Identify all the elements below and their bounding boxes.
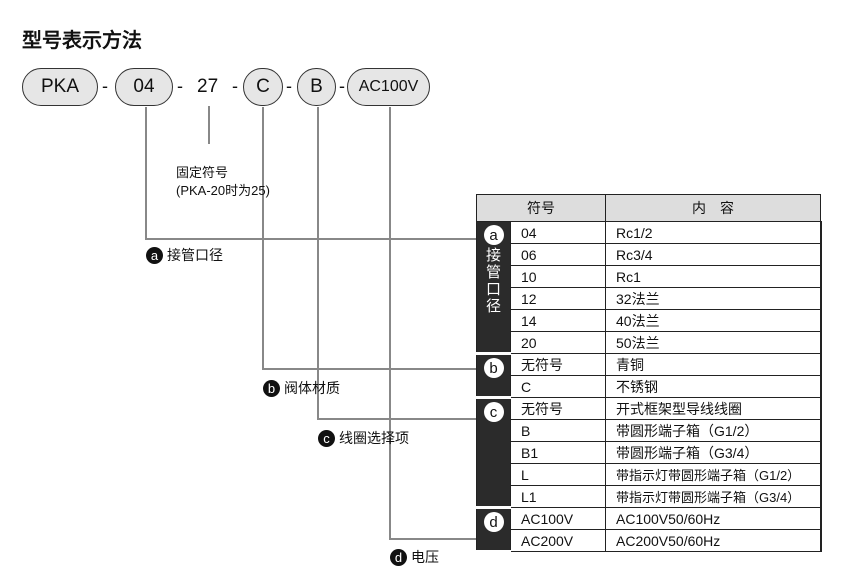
content-cell: 40法兰: [605, 309, 822, 332]
header-content: 内 容: [605, 194, 821, 222]
content-cell: AC200V50/60Hz: [605, 529, 822, 552]
badge-c: c: [318, 429, 335, 447]
badge-b: b: [263, 379, 280, 397]
leader-line: [389, 107, 391, 538]
group-a: a 接管口径: [476, 221, 511, 355]
symbol-cell: B1: [510, 441, 606, 464]
symbol-cell: 10: [510, 265, 606, 288]
content-cell: 青铜: [605, 353, 822, 376]
content-cell: Rc1: [605, 265, 822, 288]
symbol-cell: AC100V: [510, 507, 606, 530]
group-d: d: [476, 507, 511, 553]
separator: -: [232, 76, 238, 96]
model-part-voltage: AC100V: [347, 68, 430, 106]
model-part-body-material: C: [243, 68, 283, 106]
header-symbol: 符号: [476, 194, 606, 222]
content-cell: 50法兰: [605, 331, 822, 354]
symbol-cell: 12: [510, 287, 606, 310]
separator: -: [102, 76, 108, 96]
leader-line: [317, 418, 478, 420]
label-text: 线圈选择项: [339, 430, 409, 446]
separator: -: [177, 76, 183, 96]
model-part-fixed: 27: [197, 76, 219, 97]
label-text: 接管口径: [167, 247, 223, 263]
note-line: (PKA-20时为25): [176, 183, 270, 198]
symbol-cell: 06: [510, 243, 606, 266]
symbol-cell: L: [510, 463, 606, 486]
symbol-cell: 无符号: [510, 353, 606, 376]
badge-a: a: [146, 246, 163, 264]
leader-line: [145, 238, 478, 240]
content-cell: Rc1/2: [605, 221, 822, 244]
group-badge: d: [483, 512, 504, 532]
leader-line: [145, 107, 147, 238]
leader-line: [262, 107, 264, 368]
group-badge: b: [483, 358, 504, 378]
content-cell: Rc3/4: [605, 243, 822, 266]
symbol-cell: 20: [510, 331, 606, 354]
page-title: 型号表示方法: [22, 30, 142, 52]
group-name: 接管口径: [485, 247, 501, 315]
content-cell: 带指示灯带圆形端子箱（G3/4）: [605, 485, 822, 508]
symbol-cell: 无符号: [510, 397, 606, 420]
leader-line: [317, 107, 319, 418]
symbol-cell: C: [510, 375, 606, 398]
table-row: c 无符号开式框架型导线线圈: [476, 397, 822, 509]
label-text: 电压: [411, 549, 439, 565]
content-cell: 32法兰: [605, 287, 822, 310]
group-badge: c: [483, 402, 504, 422]
model-part-coil-option: B: [297, 68, 336, 106]
symbol-cell: AC200V: [510, 529, 606, 552]
content-cell: AC100V50/60Hz: [605, 507, 822, 530]
symbol-cell: B: [510, 419, 606, 442]
group-badge: a: [483, 225, 504, 245]
leader-line: [208, 106, 210, 144]
model-part-port-size: 04: [115, 68, 173, 106]
group-c: c: [476, 397, 511, 509]
table-row: b 无符号青铜: [476, 353, 822, 399]
symbol-cell: L1: [510, 485, 606, 508]
badge-d: d: [390, 548, 407, 566]
content-cell: 带圆形端子箱（G1/2）: [605, 419, 822, 442]
symbol-cell: 04: [510, 221, 606, 244]
separator: -: [286, 76, 292, 96]
leader-line: [389, 538, 478, 540]
group-b: b: [476, 353, 511, 399]
label-text: 阀体材质: [284, 380, 340, 396]
content-cell: 带指示灯带圆形端子箱（G1/2）: [605, 463, 822, 486]
symbol-cell: 14: [510, 309, 606, 332]
content-cell: 不锈钢: [605, 375, 822, 398]
leader-line: [262, 368, 478, 370]
note-line: 固定符号: [176, 165, 229, 180]
separator: -: [339, 76, 345, 96]
fixed-symbol-note: 固定符号 (PKA-20时为25): [176, 164, 270, 200]
content-cell: 带圆形端子箱（G3/4）: [605, 441, 822, 464]
model-part-series: PKA: [22, 68, 98, 106]
content-cell: 开式框架型导线线圈: [605, 397, 822, 420]
